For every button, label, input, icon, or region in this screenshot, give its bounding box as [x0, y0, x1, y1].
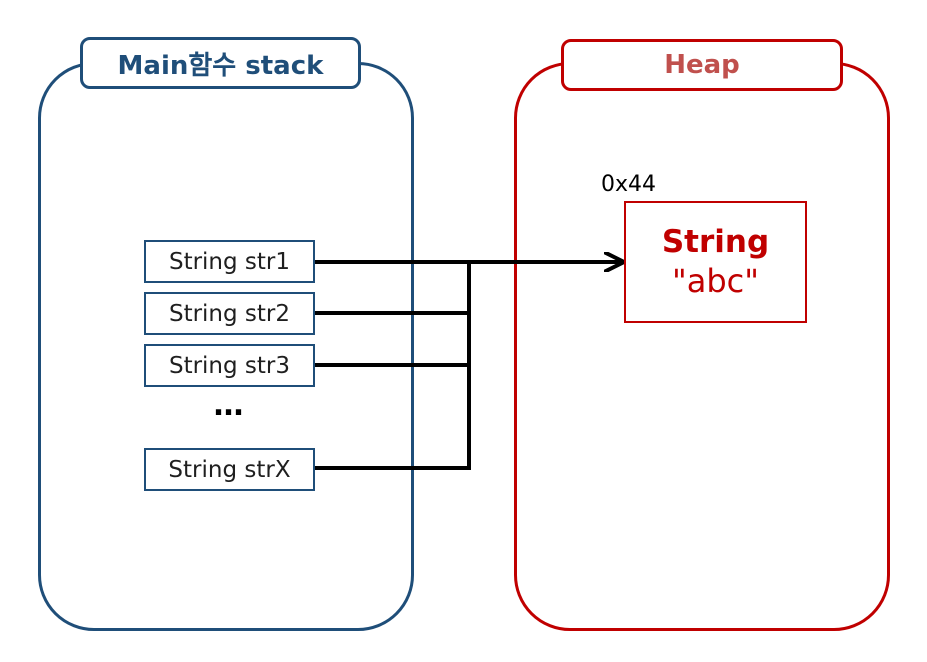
stack-ellipsis: …: [213, 388, 246, 423]
stack-variable-strx: String strX: [144, 448, 315, 491]
object-value: "abc": [672, 262, 759, 300]
stack-variable-str3: String str3: [144, 344, 315, 387]
stack-variable-str2: String str2: [144, 292, 315, 335]
object-type: String: [661, 224, 770, 260]
heap-title: Heap: [561, 39, 843, 91]
stack-variable-str1: String str1: [144, 240, 315, 283]
heap-string-object: String "abc": [624, 201, 807, 323]
stack-title: Main함수 stack: [80, 37, 361, 89]
object-address: 0x44: [601, 172, 657, 197]
heap-panel: [514, 62, 890, 631]
